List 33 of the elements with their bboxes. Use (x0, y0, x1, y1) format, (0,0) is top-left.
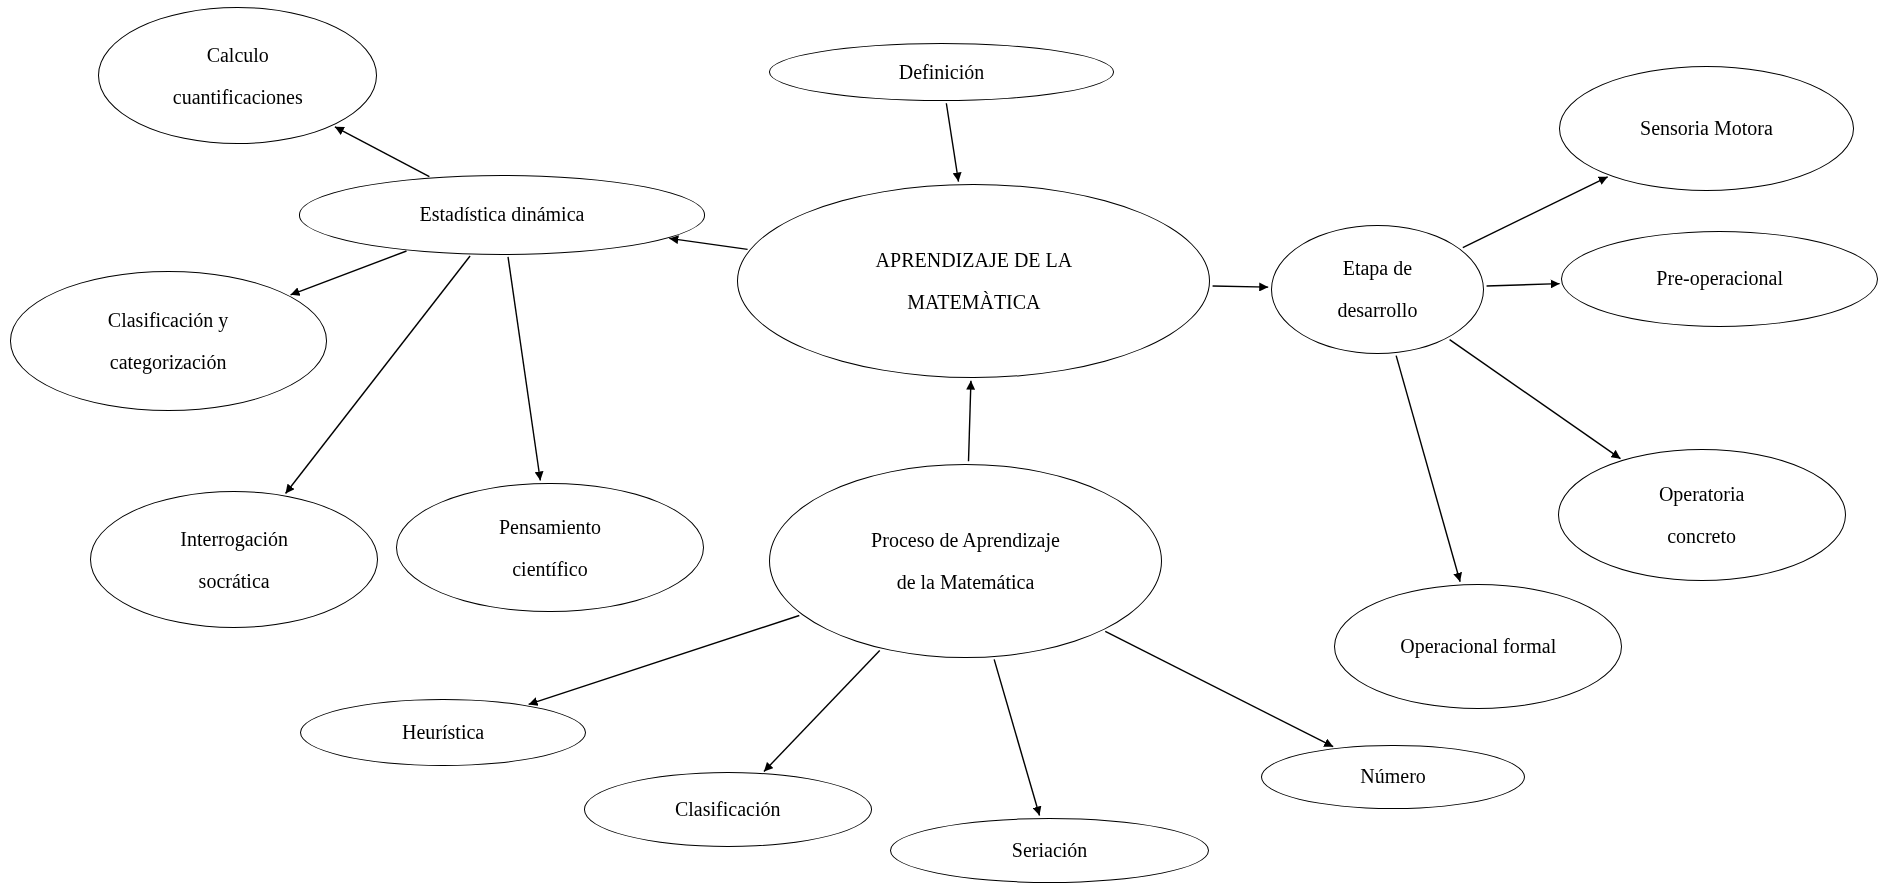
node-label: Interrogación socrática (179, 526, 289, 594)
arrow (945, 102, 962, 183)
node-label: Operacional formal (1400, 634, 1557, 660)
node-label: Clasificación y categorización (106, 308, 230, 376)
node-label: Etapa de desarrollo (1336, 256, 1419, 324)
arrow (1395, 354, 1462, 583)
node-label: Pensamiento científico (497, 514, 603, 582)
arrow (1485, 279, 1561, 289)
arrow (668, 235, 749, 251)
node-label: Estadística dinámica (419, 202, 585, 228)
arrow (284, 255, 471, 495)
arrow (527, 614, 800, 706)
node-label: Número (1360, 764, 1426, 790)
arrow (289, 250, 408, 296)
arrow (1104, 630, 1334, 748)
arrow (507, 256, 544, 482)
node-label: Sensoria Motora (1640, 116, 1773, 142)
arrow (1211, 282, 1269, 292)
node-label: Calculo cuantificaciones (171, 42, 304, 110)
node-label: Pre-operacional (1656, 266, 1783, 292)
arrow (993, 658, 1042, 817)
node-label: Proceso de Aprendizaje de la Matemática (870, 527, 1061, 595)
node-label: APRENDIZAJE DE LA MATEMÀTICA (874, 248, 1074, 315)
node-label: Clasificación (674, 796, 781, 822)
arrow (334, 126, 431, 178)
arrow (1448, 339, 1622, 460)
node-label: Operatoria concreto (1657, 482, 1746, 550)
node-label: Seriación (1011, 837, 1088, 863)
node-label: Heurística (402, 720, 485, 746)
node-label: Definición (898, 59, 985, 85)
arrow (966, 379, 976, 462)
arrow (763, 649, 881, 773)
arrow (1462, 176, 1609, 249)
